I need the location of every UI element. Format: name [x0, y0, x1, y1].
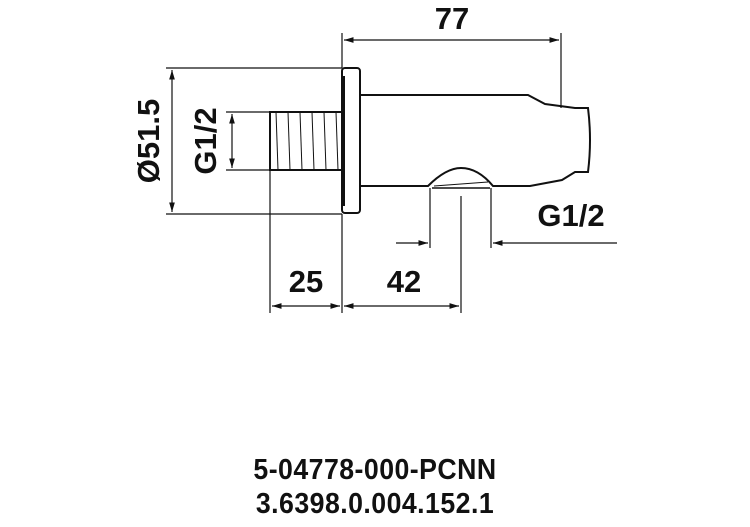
- dim-overall-length: 77: [435, 1, 469, 36]
- outlet-body: [360, 94, 591, 187]
- dim-outlet-thread: G1/2: [537, 198, 604, 233]
- dim-flange-diameter: Ø51.5: [131, 99, 166, 183]
- inlet-thread: [269, 111, 343, 171]
- part-number-secondary: 3.6398.0.004.152.1: [255, 488, 495, 520]
- dim-outlet-offset: 42: [387, 264, 421, 299]
- dim-thread-length: 25: [289, 264, 323, 299]
- part-number-primary: 5-04778-000-PCNN: [253, 454, 497, 486]
- dim-inlet-thread: G1/2: [188, 107, 223, 174]
